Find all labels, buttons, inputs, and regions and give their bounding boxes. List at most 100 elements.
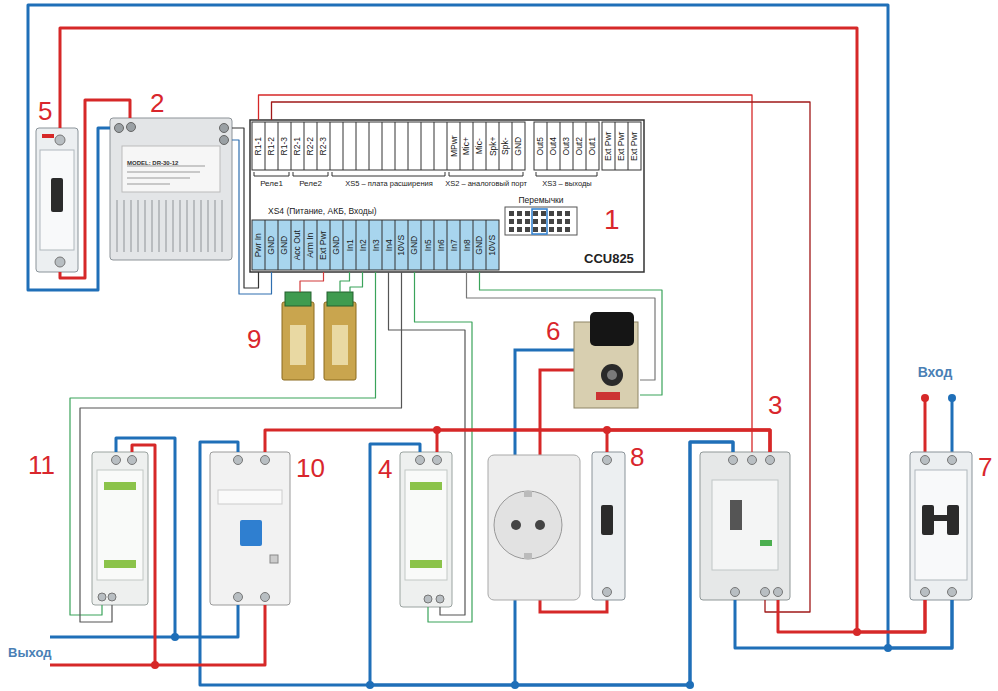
socket-body — [494, 491, 562, 559]
breaker-7-body — [922, 515, 959, 521]
two-pole-breaker: 7 — [910, 452, 972, 600]
connector-label-holder: XS2 – аналоговый порт — [446, 179, 526, 189]
pin-label: Out1 — [588, 137, 597, 155]
wire — [370, 442, 733, 685]
relay-11-body — [104, 560, 136, 568]
callout-number: 4 — [378, 454, 392, 484]
callout-number-holder: 11 — [28, 452, 55, 478]
controller-board — [250, 120, 644, 272]
callout-number-holder: 9 — [247, 326, 261, 352]
controller-board — [534, 122, 599, 170]
pin-label: Ext Pwr — [617, 131, 626, 160]
callout-number: 7 — [978, 452, 992, 482]
socket-body — [511, 520, 521, 530]
pin-label-holder: Acc Out — [291, 220, 304, 270]
input-wire — [924, 398, 927, 452]
pin-label-holder: GND — [265, 220, 278, 270]
callout-number-holder: 10 — [296, 455, 325, 481]
relay-4-body — [400, 452, 452, 607]
relay-11-body — [97, 470, 143, 580]
controller-board — [252, 122, 525, 170]
relay-11-body — [98, 593, 106, 601]
rcd-body — [210, 452, 290, 605]
circuit-breaker: 5 — [36, 128, 78, 272]
wire — [116, 438, 238, 637]
pin-label-holder: Out4 — [547, 122, 560, 170]
pin-label: R1-1 — [254, 137, 263, 155]
sensor-board — [590, 312, 634, 346]
pin-label-holder: Ext Pwr — [317, 220, 330, 270]
callout-number-holder: 7 — [978, 454, 992, 480]
connector-label: XS5 – плата расширения — [345, 180, 433, 188]
pin-label: 10VS — [488, 235, 497, 256]
pin-label-holder: In8 — [460, 220, 473, 270]
pin-label-holder: Pwr In — [252, 220, 265, 270]
junction-dot — [151, 426, 892, 689]
pin-label-holder: Arm In — [304, 220, 317, 270]
board-name: CCU825 — [584, 251, 634, 266]
pin-label-holder: GND — [278, 220, 291, 270]
relay-label: Реле1 — [260, 180, 283, 188]
callout-number: 9 — [247, 324, 261, 354]
breaker-7-body — [948, 588, 957, 597]
relay-11-body — [92, 452, 148, 605]
power-supply-body — [117, 200, 222, 252]
wire — [28, 5, 952, 648]
contactor: 3 — [700, 452, 790, 600]
pin-label: MPwr — [449, 135, 458, 157]
callout-number-holder: 1 — [604, 206, 620, 234]
relay-4-body — [416, 456, 425, 465]
pin-label: Arm In — [306, 232, 315, 257]
relay-11-body — [108, 593, 116, 601]
controller-board — [254, 172, 597, 176]
input-wire — [951, 398, 954, 452]
contactor-body — [748, 456, 757, 465]
controller-board — [615, 122, 628, 170]
breaker-8-body — [592, 452, 625, 600]
sensor-module: 9 — [278, 292, 360, 382]
wire — [60, 28, 925, 632]
contactor-body — [731, 588, 740, 597]
breaker-5-body — [36, 128, 78, 272]
pin-label-holder: In3 — [369, 220, 382, 270]
pin-label-holder: R1-3 — [278, 122, 291, 170]
contactor-body — [730, 500, 742, 530]
pin-label: GND — [410, 236, 419, 255]
pin-label-holder: In7 — [447, 220, 460, 270]
pin-label-holder: Spk+ — [486, 122, 499, 170]
connector-label-holder: XS5 – плата расширения — [332, 179, 446, 189]
breaker-8-body — [592, 452, 625, 600]
pin-label-holder: In4 — [382, 220, 395, 270]
relay-4-body — [400, 452, 452, 607]
pin-label-holder: R2-1 — [291, 122, 304, 170]
rcd-switch: 10 — [210, 452, 290, 605]
controller-board — [250, 120, 644, 272]
wire — [415, 272, 473, 622]
pin-label: Out3 — [562, 137, 571, 155]
pin-label: Mic+ — [462, 137, 471, 155]
pin-label-holder: R1-2 — [265, 122, 278, 170]
callout-number: 1 — [604, 204, 620, 235]
pin-label-holder: R2-3 — [317, 122, 330, 170]
breaker-7-body — [910, 452, 972, 600]
pin-label-holder: 10VS — [486, 220, 499, 270]
relay-4-body — [410, 560, 442, 568]
pin-label: Out5 — [536, 137, 545, 155]
rcd-body — [234, 593, 243, 602]
breaker-8-body — [603, 456, 612, 465]
wire — [132, 445, 265, 665]
relay-module: 4 — [400, 452, 452, 607]
controller-board — [547, 122, 586, 170]
wire — [60, 100, 130, 278]
relay-4-body — [424, 595, 432, 603]
callout-number-holder: 2 — [150, 90, 164, 116]
connector-label: XS2 – аналоговый порт — [445, 180, 527, 188]
pin-label-holder: Ext Pwr — [628, 122, 641, 170]
callout-number: 11 — [28, 450, 55, 480]
input-wire — [921, 394, 929, 402]
socket-body — [535, 520, 545, 530]
pin-label-holder: R2-2 — [304, 122, 317, 170]
